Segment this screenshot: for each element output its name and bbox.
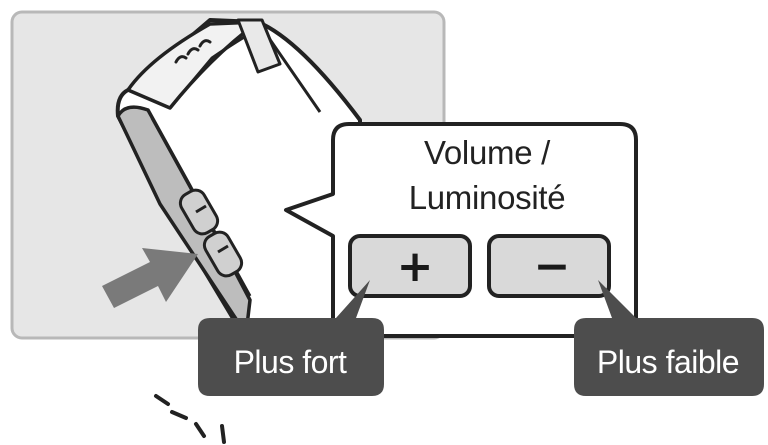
minus-symbol: −: [533, 240, 571, 292]
softer-label-box: [574, 280, 764, 396]
handheld-device: [115, 18, 362, 340]
vent-slots: [174, 39, 212, 64]
press-lines-icon: [154, 394, 226, 444]
softer-label: Plus faible: [596, 343, 740, 380]
callout-title-line1: Volume /: [423, 134, 550, 171]
arrow-icon: [102, 248, 198, 308]
callout-title-line2: Luminosité: [408, 179, 566, 216]
louder-label-box: [198, 280, 384, 396]
louder-label: Plus fort: [233, 343, 347, 380]
volume-up-key: [348, 234, 472, 298]
volume-down-key: [487, 234, 611, 298]
device-side-buttons: [178, 188, 244, 278]
plus-symbol: +: [396, 240, 434, 292]
